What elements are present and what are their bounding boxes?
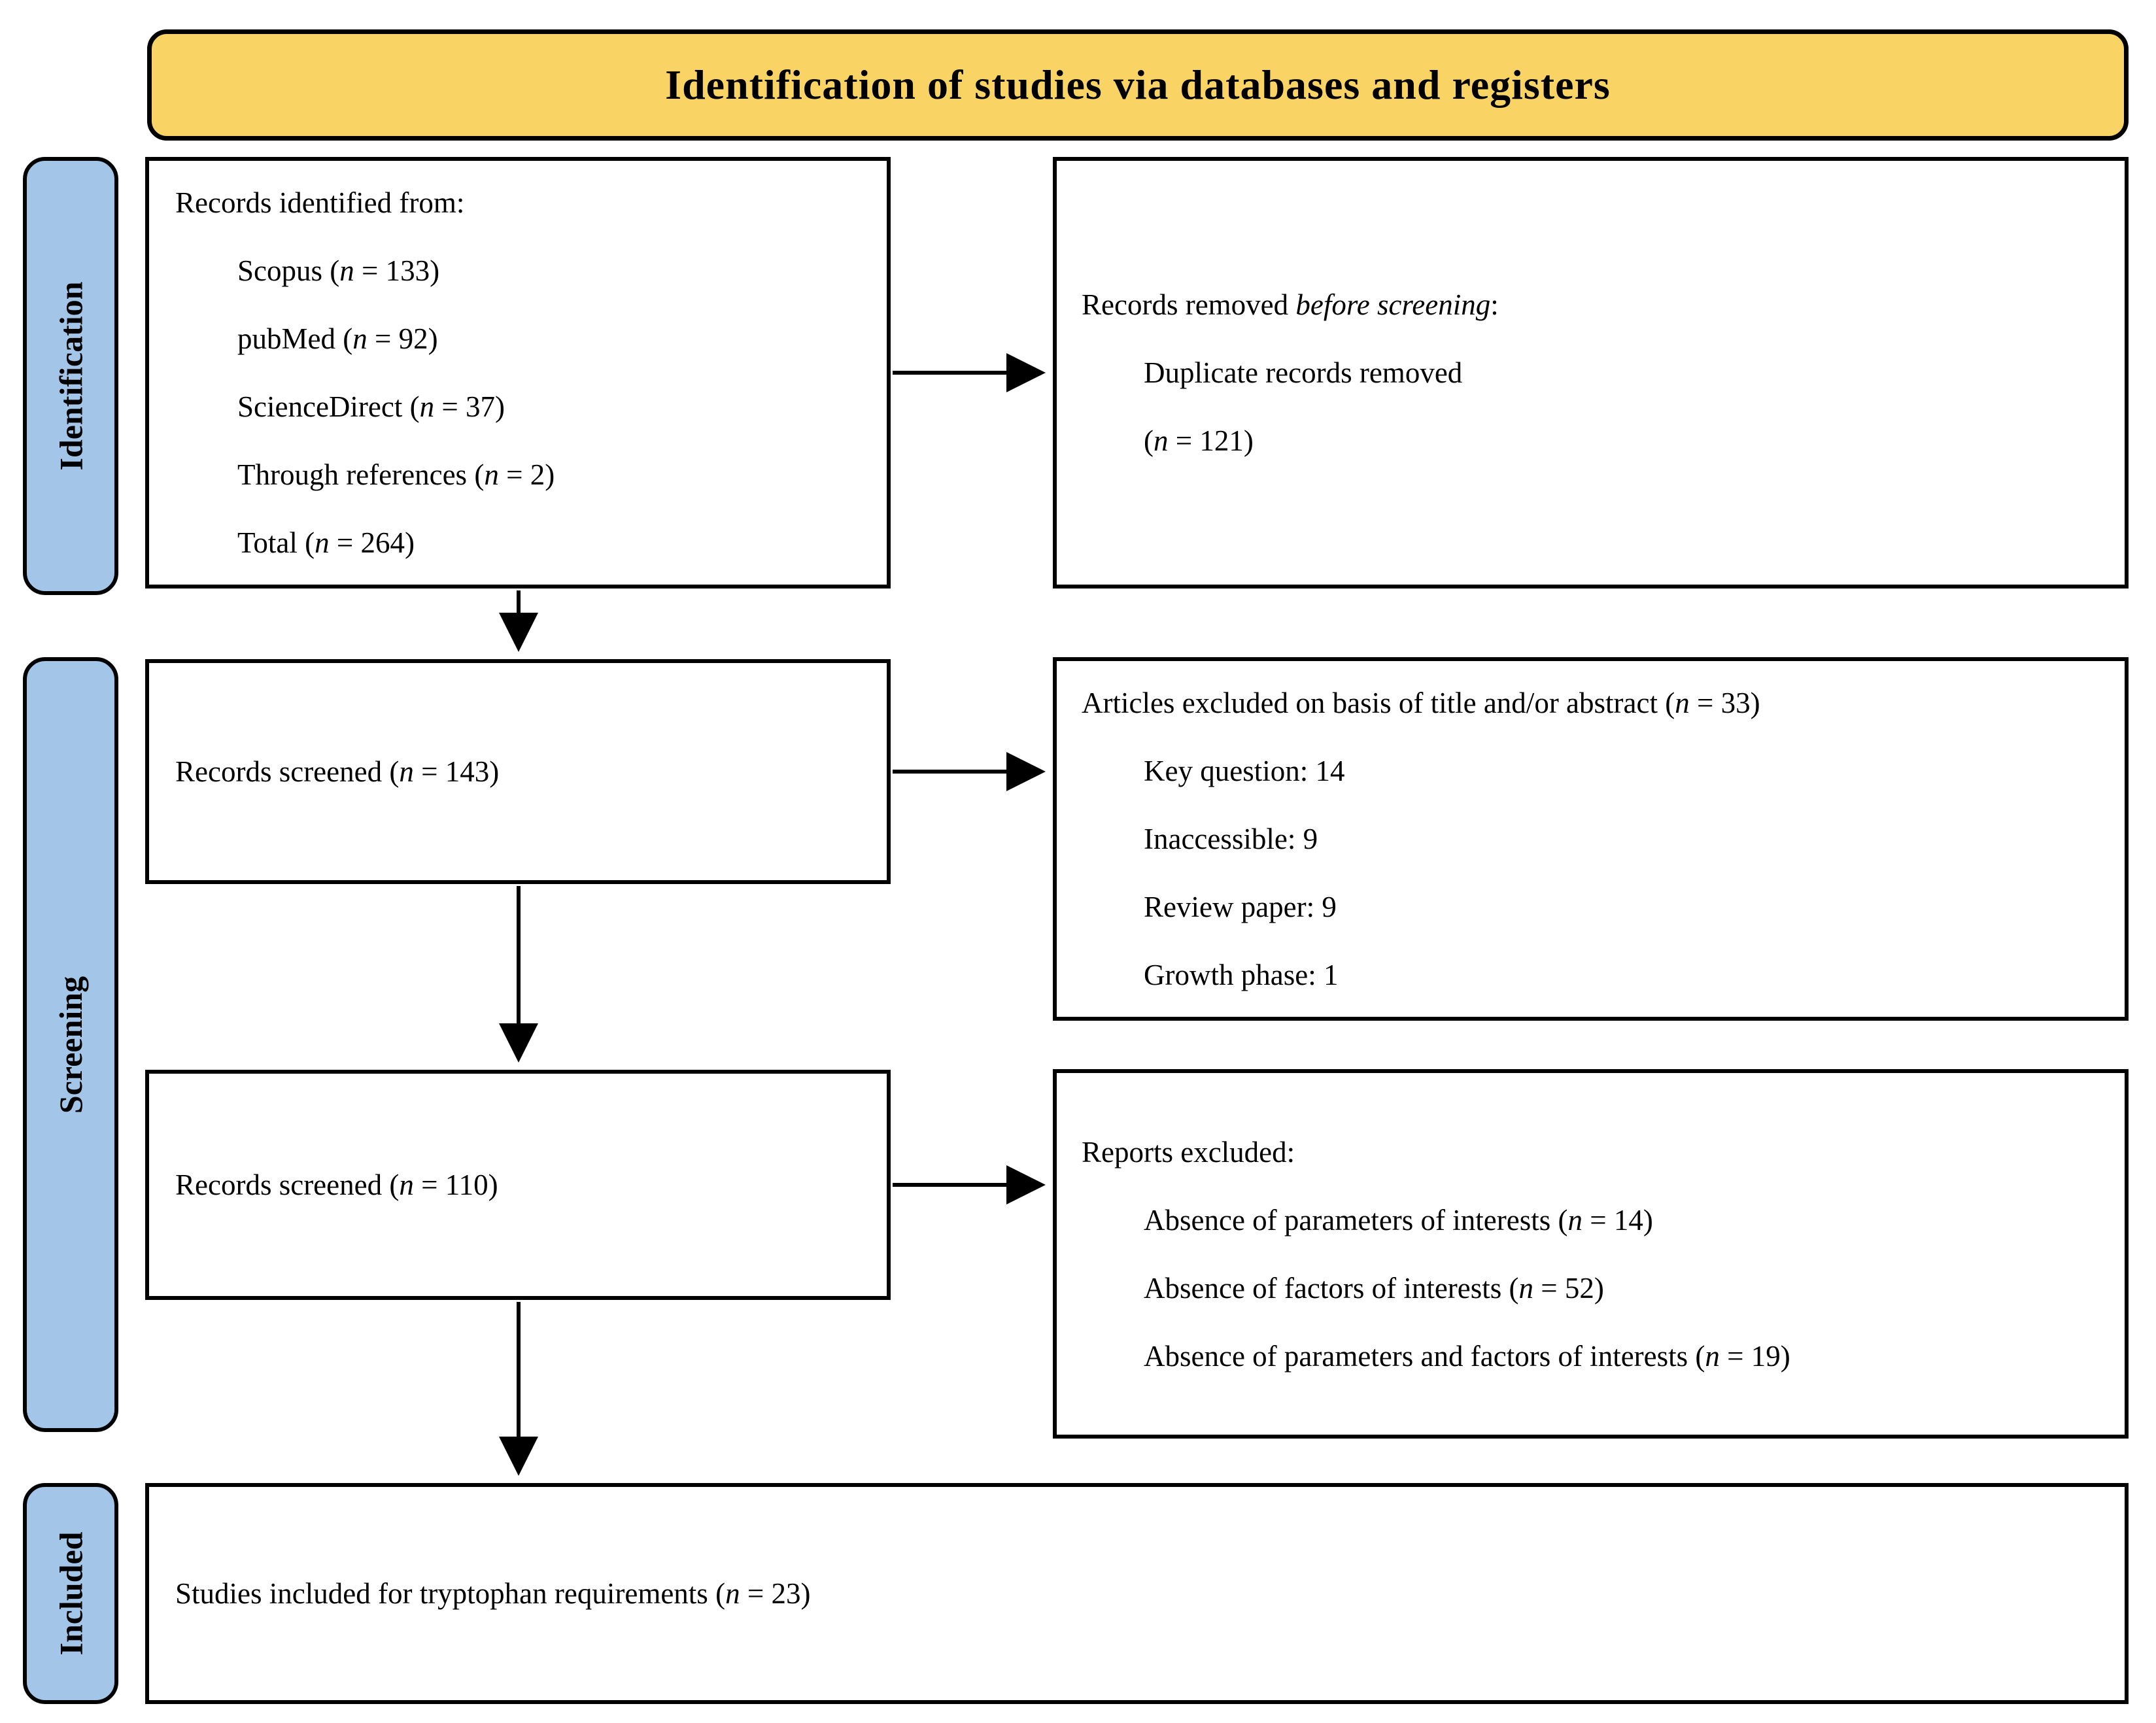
box-line: Scopus (n = 133): [237, 254, 440, 287]
box-records-screened-110: Records screened (n = 110): [145, 1070, 891, 1300]
ribbon-label-screening: Screening: [52, 976, 89, 1114]
sidebar-ribbon-identification: Identification: [23, 157, 118, 595]
box-line: Records screened (n = 110): [175, 1169, 498, 1201]
box-line: Absence of parameters of interests (n = …: [1144, 1203, 1653, 1237]
box-records-removed-before-screening: Records removed before screening: Duplica…: [1053, 157, 2129, 589]
box-studies-included: Studies included for tryptophan requirem…: [145, 1483, 2129, 1704]
box-records-identified: Records identified from: Scopus (n = 133)…: [145, 157, 891, 589]
box-line: Absence of parameters and factors of int…: [1144, 1339, 1790, 1373]
box-line: ScienceDirect (n = 37): [237, 390, 505, 423]
box-line: Total (n = 264): [237, 526, 415, 559]
title-banner: Identification of studies via databases …: [147, 29, 2129, 141]
ribbon-label-identification: Identification: [52, 281, 89, 471]
box-line: Records screened (n = 143): [175, 755, 500, 788]
box-line: Inaccessible: 9: [1144, 823, 1318, 855]
ribbon-label-included: Included: [52, 1531, 89, 1656]
box-line: Articles excluded on basis of title and/…: [1082, 687, 1760, 719]
box-line: Review paper: 9: [1144, 891, 1337, 923]
box-line: Absence of factors of interests (n = 52): [1144, 1271, 1604, 1305]
box-records-screened-143: Records screened (n = 143): [145, 659, 891, 884]
box-line: Growth phase: 1: [1144, 959, 1339, 991]
title-text: Identification of studies via databases …: [665, 61, 1611, 108]
box-line: Records removed before screening:: [1082, 288, 1499, 321]
box-articles-excluded: Articles excluded on basis of title and/…: [1053, 657, 2129, 1021]
box-reports-excluded: Reports excluded: Absence of parameters o…: [1053, 1069, 2129, 1439]
box-line: Key question: 14: [1144, 755, 1345, 787]
box-line: Through references (n = 2): [237, 458, 555, 491]
box-line: pubMed (n = 92): [237, 322, 438, 355]
box-line: Duplicate records removed: [1144, 356, 1463, 389]
box-line: Records identified from:: [175, 186, 465, 219]
sidebar-ribbon-screening: Screening: [23, 657, 118, 1432]
box-line: Studies included for tryptophan requirem…: [175, 1577, 811, 1610]
box-line: Reports excluded:: [1082, 1135, 1295, 1169]
box-line: (n = 121): [1144, 424, 1254, 457]
sidebar-ribbon-included: Included: [23, 1483, 118, 1704]
